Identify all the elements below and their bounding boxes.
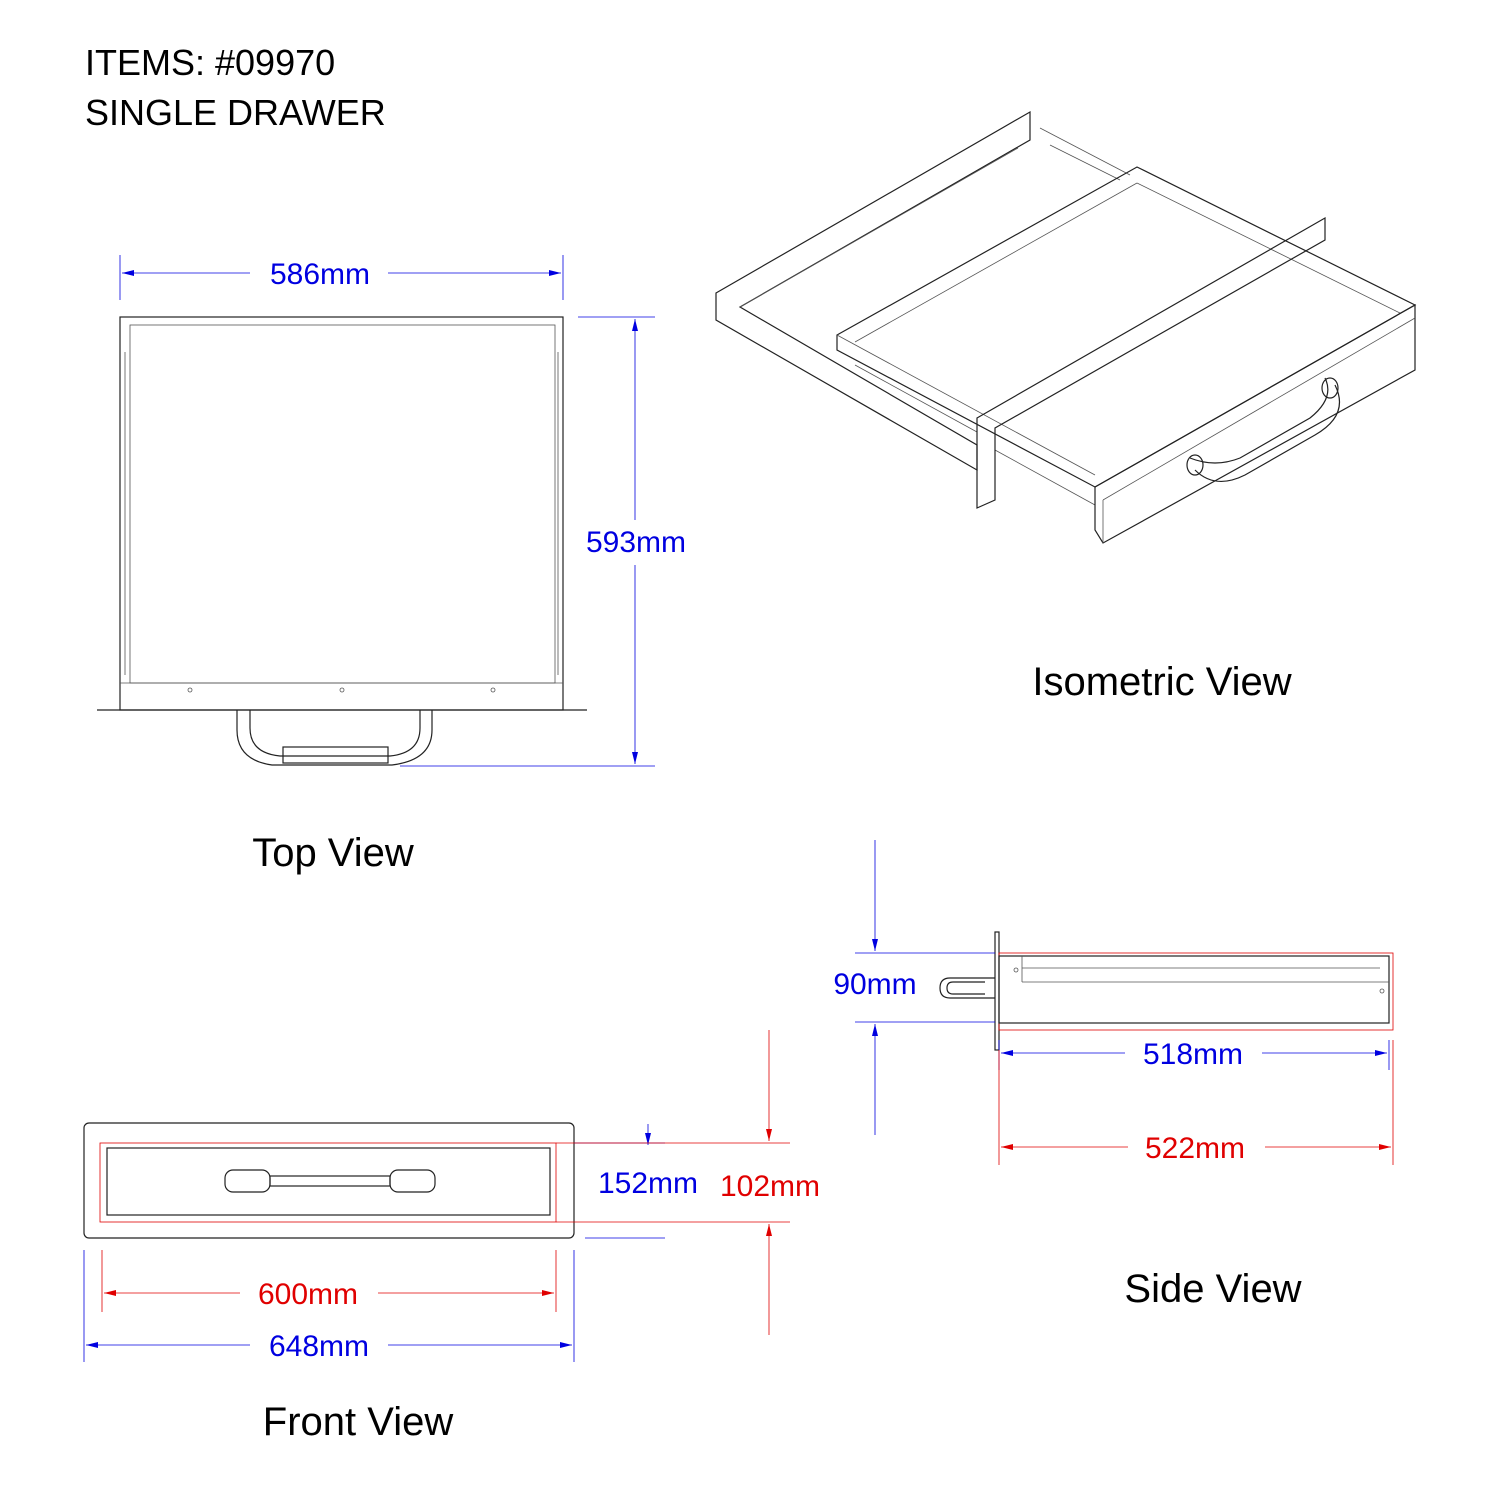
isometric-drawing <box>715 110 1417 544</box>
product-name: SINGLE DRAWER <box>85 92 386 133</box>
front-outer-height-label: 152mm <box>598 1167 698 1200</box>
top-width-label: 586mm <box>270 258 370 291</box>
front-view-title: Front View <box>263 1400 454 1444</box>
side-view-title: Side View <box>1124 1267 1301 1311</box>
front-cutout-height-dimension: 102mm <box>556 1030 820 1335</box>
isometric-view-title: Isometric View <box>1032 660 1291 704</box>
front-cutout-height-label: 102mm <box>720 1170 820 1203</box>
front-outer-width-label: 648mm <box>269 1330 369 1363</box>
front-outer-height-dimension: 152mm <box>574 1124 698 1239</box>
top-depth-dimension: 593mm <box>400 316 686 767</box>
side-height-label: 90mm <box>833 968 916 1001</box>
side-overall-depth-label: 522mm <box>1145 1132 1245 1165</box>
front-view-drawing <box>83 1122 575 1239</box>
side-overall-depth-dimension: 522mm <box>998 1040 1394 1165</box>
item-number: ITEMS: #09970 <box>85 42 335 83</box>
front-cutout-width-dimension: 600mm <box>101 1250 557 1312</box>
top-depth-label: 593mm <box>586 526 686 559</box>
top-view-drawing <box>97 316 587 766</box>
front-cutout-width-label: 600mm <box>258 1278 358 1311</box>
top-width-dimension: 586mm <box>119 255 564 300</box>
front-outer-width-dimension: 648mm <box>83 1250 575 1363</box>
side-box-depth-label: 518mm <box>1143 1038 1243 1071</box>
side-height-dimension: 90mm <box>833 840 995 1135</box>
top-view-title: Top View <box>252 831 414 875</box>
side-view-drawing <box>939 931 1394 1051</box>
side-box-depth-dimension: 518mm <box>998 1038 1390 1071</box>
